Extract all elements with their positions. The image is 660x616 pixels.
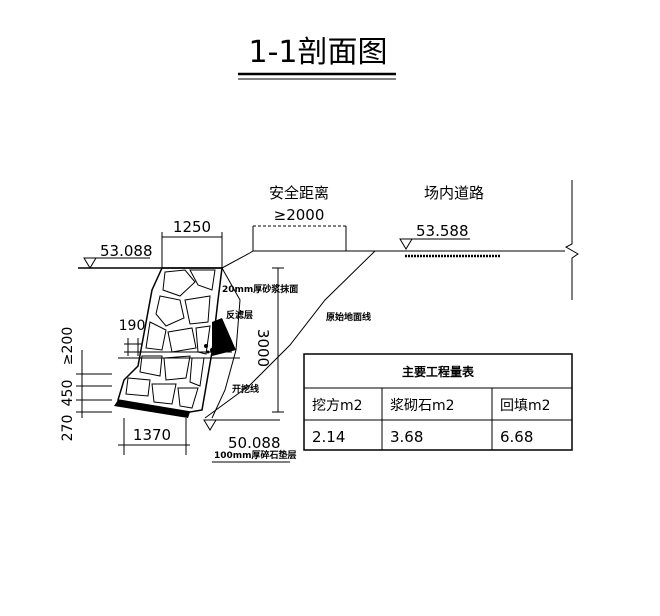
elev-symbol-left: [83, 257, 97, 269]
label-excavation-line: 开挖线: [232, 383, 259, 395]
dimension-200: ≥200: [60, 327, 76, 365]
dimension-1370: 1370: [133, 426, 171, 444]
elevation-top-right: 53.588: [416, 222, 469, 240]
dimension-450: 450: [60, 380, 76, 407]
safety-distance-value: ≥2000: [274, 206, 325, 224]
table-frame: [303, 353, 573, 451]
quantities-table: 主要工程量表 挖方m2 浆砌石m2 回填m2 2.14 3.68 6.68: [303, 353, 573, 451]
elev-symbol-bottom: [203, 419, 217, 431]
safety-distance-label: 安全距离: [269, 184, 329, 202]
label-filter-layer: 反滤层: [226, 309, 253, 321]
table-value-excavation: 2.14: [312, 428, 345, 446]
label-mortar-layer: 20mm厚砂浆抹面: [222, 283, 298, 295]
slope-top: [221, 250, 254, 269]
original-ground-line: [204, 250, 376, 419]
table-header-masonry: 浆砌石m2: [390, 398, 455, 414]
dimension-3000: 3000: [254, 329, 272, 367]
dimension-1250: 1250: [173, 218, 211, 236]
elevation-bottom: 50.088: [228, 434, 281, 452]
excavation-line: [211, 267, 241, 419]
table-value-backfill: 6.68: [500, 428, 533, 446]
table-value-masonry: 3.68: [390, 428, 423, 446]
elevation-top-left: 53.088: [100, 242, 153, 260]
table-title: 主要工程量表: [402, 364, 475, 379]
dimension-270: 270: [60, 415, 76, 442]
table-header-excavation: 挖方m2: [312, 398, 363, 414]
filter-layer: [212, 318, 236, 356]
drawing-title: 1-1剖面图: [249, 35, 388, 70]
label-gravel-base: 100mm厚碎石垫层: [214, 449, 297, 461]
dimension-190: 190: [119, 318, 146, 334]
label-original-ground: 原始地面线: [326, 311, 371, 323]
elev-symbol-right: [399, 238, 413, 250]
filter-gravel: [204, 344, 220, 354]
gravel-base: [114, 400, 190, 418]
break-line: [564, 180, 579, 300]
road-label: 场内道路: [424, 184, 484, 202]
stone-pattern: [125, 269, 216, 409]
table-header-backfill: 回填m2: [500, 398, 551, 414]
